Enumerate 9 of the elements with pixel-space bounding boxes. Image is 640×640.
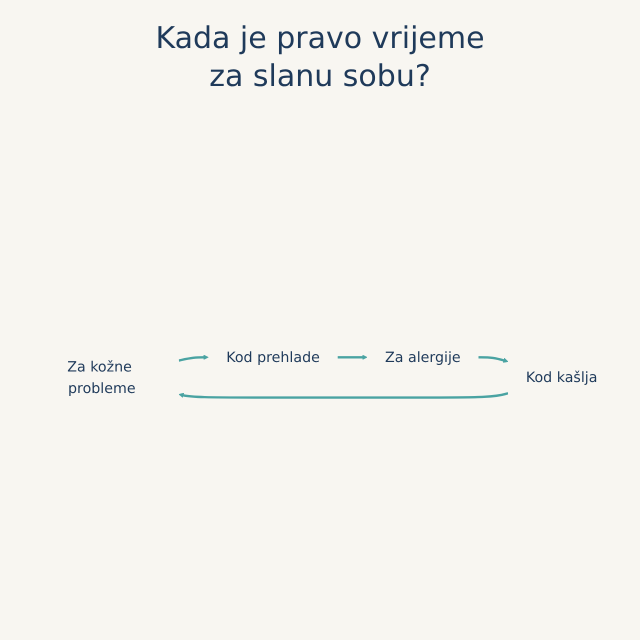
node-text: Kod prehlade (226, 348, 320, 366)
title: Kada je pravo vrijeme za slanu sobu? (154, 20, 486, 95)
node-text: Kod kašlja (526, 368, 598, 386)
arrow (178, 354, 209, 362)
arrow (178, 392, 508, 399)
node-text: Za kožne probleme (67, 358, 136, 396)
node-text: Za alergije (385, 348, 461, 366)
arrow (478, 356, 508, 363)
arrow (338, 354, 368, 360)
